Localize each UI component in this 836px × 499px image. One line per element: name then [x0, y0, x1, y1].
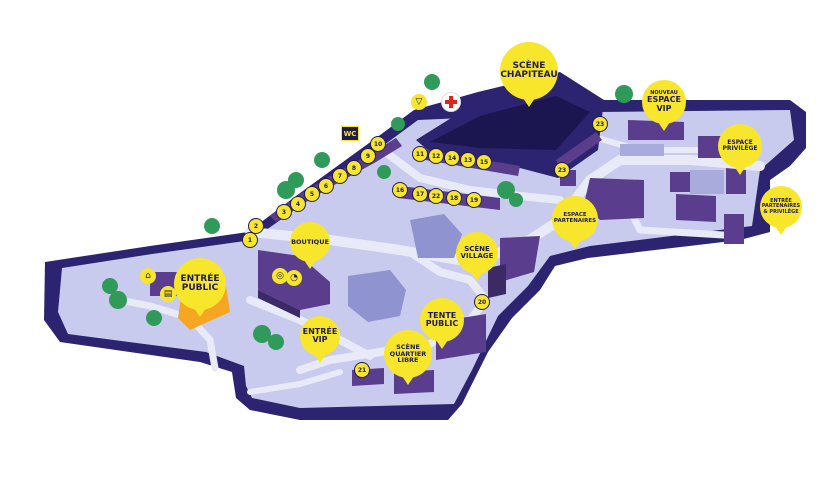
scene-village-label[interactable]: SCÈNE VILLAGE [456, 232, 498, 281]
cloakroom-icon[interactable]: ⌂ [140, 268, 156, 284]
entree-public-label[interactable]: ENTRÉE PUBLIC [174, 258, 226, 317]
espace-vip-label[interactable]: NOUVEAU ESPACE VIP [642, 80, 686, 131]
stand-marker[interactable]: 17 [413, 187, 427, 201]
entree-vip-label[interactable]: ENTRÉE VIP [300, 316, 340, 363]
atm-icon[interactable]: ▤ [160, 286, 176, 302]
espace-partenaires-label[interactable]: ESPACE PARTENAIRES [552, 196, 598, 249]
stand-marker[interactable]: 10 [371, 137, 385, 151]
stand-marker[interactable]: 22 [429, 189, 443, 203]
stand-marker[interactable]: 7 [333, 169, 347, 183]
wc-icon[interactable]: WC [341, 126, 359, 141]
drinks-icon[interactable]: ◎ [272, 268, 288, 284]
trees [102, 74, 633, 350]
scene-quartier-libre-label[interactable]: SCÈNE QUARTIER LIBRE [384, 330, 432, 385]
stand-marker[interactable]: 3 [277, 205, 291, 219]
stand-marker[interactable]: 5 [305, 187, 319, 201]
court-2 [620, 144, 664, 156]
stand-marker[interactable]: 16 [393, 183, 407, 197]
first-aid-icon[interactable] [442, 93, 460, 111]
stand-marker[interactable]: 1 [243, 233, 257, 247]
stand-marker[interactable]: 15 [477, 155, 491, 169]
scene-chapiteau-label[interactable]: SCÈNE CHAPITEAU [500, 42, 558, 107]
boutique-label[interactable]: BOUTIQUE [290, 222, 330, 269]
stand-marker[interactable]: 11 [413, 147, 427, 161]
entree-partenaires-label[interactable]: ENTRÉE PARTENAIRES & PRIVILÈGE [760, 186, 802, 235]
stand-marker[interactable]: 19 [467, 193, 481, 207]
stand-marker[interactable]: 21 [355, 363, 369, 377]
stand-marker[interactable]: 23 [555, 163, 569, 177]
court-1 [690, 170, 724, 194]
food-icon[interactable]: ◔ [286, 270, 302, 286]
stand-marker[interactable]: 20 [475, 295, 489, 309]
stand-marker[interactable]: 14 [445, 151, 459, 165]
stand-marker[interactable]: 12 [429, 149, 443, 163]
pond-1 [348, 270, 406, 322]
stand-marker[interactable]: 2 [249, 219, 263, 233]
stand-marker[interactable]: 4 [291, 197, 305, 211]
espace-privilege-label[interactable]: ESPACE PRIVILÈGE [718, 124, 762, 175]
stand-marker[interactable]: 8 [347, 161, 361, 175]
pond-2 [410, 214, 462, 258]
stand-marker[interactable]: 6 [319, 179, 333, 193]
stand-marker[interactable]: 23 [593, 117, 607, 131]
stand-marker[interactable]: 9 [361, 149, 375, 163]
stand-marker[interactable]: 18 [447, 191, 461, 205]
tente-public-label[interactable]: TENTE PUBLIC [420, 298, 464, 349]
stand-marker[interactable]: 13 [461, 153, 475, 167]
bar-icon[interactable]: ▽ [411, 94, 427, 110]
